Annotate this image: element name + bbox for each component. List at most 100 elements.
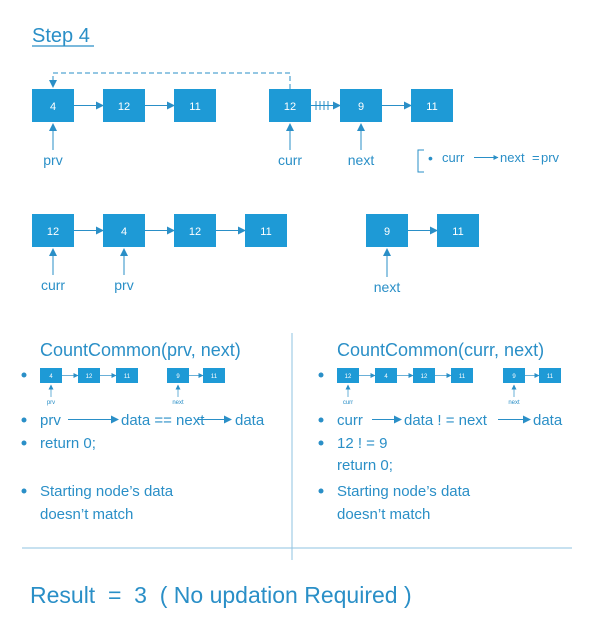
right-mini-list-a: 12 4 12 11 curr — [337, 368, 473, 406]
node-value: 12 — [189, 226, 201, 238]
mini-node-value: 12 — [86, 374, 93, 380]
right-mini-list-b: 9 11 next — [503, 368, 561, 406]
mini-node — [337, 368, 359, 383]
right-line1-b: data ! = next — [404, 412, 488, 429]
node-box — [269, 89, 311, 122]
page-title: Step 4 — [32, 25, 90, 47]
bullet — [21, 372, 27, 378]
mini-label: curr — [343, 400, 353, 406]
left-line1-a: prv — [40, 412, 61, 429]
result-text: Result = 3 ( No updation Required ) — [30, 582, 412, 608]
mini-node — [375, 368, 397, 383]
mini-node — [78, 368, 100, 383]
bullet — [21, 417, 27, 423]
next-label: next — [374, 279, 401, 295]
curr-label: curr — [278, 152, 302, 168]
note-eq: = — [532, 150, 540, 165]
mini-node-value: 11 — [211, 374, 218, 380]
node-box — [340, 89, 382, 122]
node-box — [245, 214, 287, 247]
node-box — [103, 89, 145, 122]
left-line3a: Starting node’s data — [40, 483, 174, 500]
mini-node-value: 4 — [49, 374, 53, 380]
mini-label: next — [172, 400, 184, 406]
bullet — [318, 417, 324, 423]
prv-label: prv — [43, 152, 62, 168]
node-value: 4 — [121, 226, 127, 238]
node-box — [32, 89, 74, 122]
bullet — [21, 440, 27, 446]
node-value: 12 — [47, 226, 59, 238]
note-prv: prv — [541, 150, 560, 165]
mini-node-value: 12 — [421, 374, 428, 380]
mini-node — [539, 368, 561, 383]
top-list-a: 4 12 11 prv — [32, 89, 216, 168]
right-line2b: return 0; — [337, 457, 393, 474]
mini-node-value: 11 — [459, 374, 466, 380]
mini-node-value: 12 — [345, 374, 352, 380]
node-value: 11 — [426, 101, 437, 113]
mini-node — [40, 368, 62, 383]
left-panel: CountCommon(prv, next) 4 12 11 prv 9 11 … — [21, 340, 265, 523]
right-line2a: 12 ! = 9 — [337, 435, 387, 452]
node-box — [32, 214, 74, 247]
left-panel-title: CountCommon(prv, next) — [40, 340, 241, 360]
note-bracket — [417, 149, 424, 173]
mini-node — [116, 368, 138, 383]
left-line2: return 0; — [40, 435, 96, 452]
mini-node-value: 9 — [512, 374, 516, 380]
node-value: 11 — [189, 101, 200, 113]
left-line1-c: data — [235, 412, 265, 429]
left-line1-b: data == next — [121, 412, 205, 429]
node-value: 12 — [118, 101, 130, 113]
note-bullet: • — [428, 150, 433, 166]
node-box — [174, 89, 216, 122]
node-box — [411, 89, 453, 122]
right-line1-a: curr — [337, 412, 363, 429]
left-mini-list-b: 9 11 next — [167, 368, 225, 406]
mini-node-value: 11 — [547, 374, 554, 380]
note-curr: curr — [442, 150, 465, 165]
curr-label: curr — [41, 277, 65, 293]
left-line3b: doesn’t match — [40, 506, 133, 523]
mini-node — [451, 368, 473, 383]
bullet — [318, 372, 324, 378]
bullet — [318, 440, 324, 446]
node-value: 4 — [50, 101, 56, 113]
right-line3b: doesn’t match — [337, 506, 430, 523]
mini-label: next — [508, 400, 520, 406]
node-value: 11 — [452, 226, 463, 238]
next-label: next — [348, 152, 375, 168]
note-callout: • curr next = prv — [417, 149, 560, 173]
bullet — [318, 488, 324, 494]
bullet — [21, 488, 27, 494]
node-box — [366, 214, 408, 247]
note-next: next — [500, 150, 525, 165]
top-list-b: 12 9 11 curr next — [269, 89, 453, 168]
right-line1-c: data — [533, 412, 563, 429]
node-box — [437, 214, 479, 247]
mini-node — [203, 368, 225, 383]
node-value: 12 — [284, 101, 296, 113]
prv-label: prv — [114, 277, 133, 293]
node-value: 11 — [260, 226, 271, 238]
mini-node — [413, 368, 435, 383]
cut-marks — [315, 101, 329, 110]
mini-label: prv — [47, 400, 55, 406]
node-box — [103, 214, 145, 247]
node-box — [174, 214, 216, 247]
dashed-back-link — [49, 72, 291, 89]
mid-list-b: 9 11 next — [366, 214, 479, 295]
right-line3a: Starting node’s data — [337, 483, 471, 500]
mini-node — [167, 368, 189, 383]
right-panel: CountCommon(curr, next) 12 4 12 11 curr … — [318, 340, 563, 523]
mini-node-value: 9 — [176, 374, 180, 380]
right-panel-title: CountCommon(curr, next) — [337, 340, 544, 360]
mid-list-a: 12 4 12 11 curr prv — [32, 214, 287, 293]
left-mini-list-a: 4 12 11 prv — [40, 368, 138, 406]
node-value: 9 — [358, 101, 364, 113]
node-value: 9 — [384, 226, 390, 238]
mini-node — [503, 368, 525, 383]
mini-node-value: 4 — [384, 374, 388, 380]
